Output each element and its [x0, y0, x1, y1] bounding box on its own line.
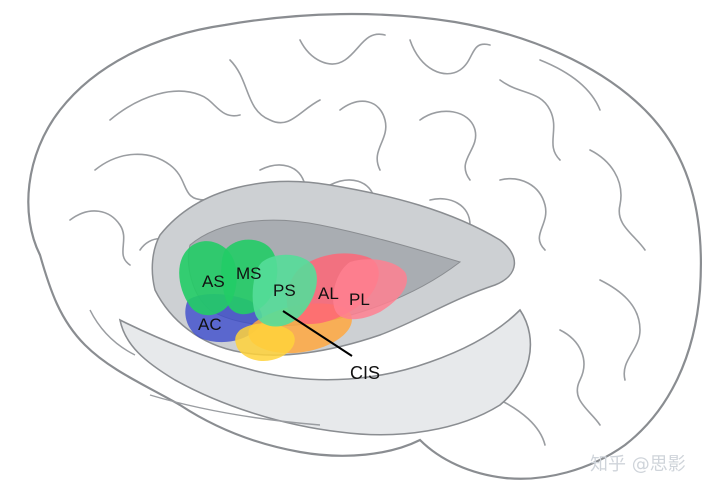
watermark: 知乎 @思影	[590, 454, 686, 475]
cis-pointer-line	[282, 310, 353, 357]
label-as: AS	[202, 272, 225, 291]
label-al: AL	[318, 284, 339, 303]
label-ps: PS	[273, 281, 296, 300]
label-cis: CIS	[350, 363, 380, 383]
label-pl: PL	[349, 290, 370, 309]
region-labels: AS MS PS AC AL PL CIS	[198, 264, 380, 383]
label-ac: AC	[198, 315, 222, 334]
region-yellow	[235, 323, 295, 361]
auditory-regions	[179, 239, 408, 361]
region-ps	[252, 254, 317, 327]
label-ms: MS	[236, 264, 262, 283]
region-pl	[333, 259, 408, 320]
